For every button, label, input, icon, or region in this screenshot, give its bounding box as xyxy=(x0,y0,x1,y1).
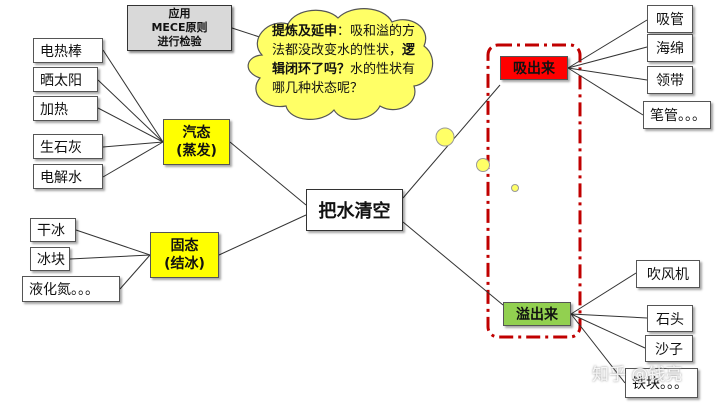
line-suck-2 xyxy=(567,46,648,69)
thought-bubble-large xyxy=(435,127,455,147)
overflow-item-4: 铁块。。。 xyxy=(625,368,698,398)
state-vapor-line1: 汽态 xyxy=(182,125,211,141)
thought-text-1: ：吸和溢的方法都没改变水的性状， xyxy=(272,24,416,58)
method-suck-out: 吸出来 xyxy=(500,56,568,80)
line-suck-1 xyxy=(567,19,648,69)
suck-item-2: 海绵 xyxy=(647,34,693,62)
thought-bold-2: 逻辑闭环了吗？ xyxy=(272,43,416,77)
overflow-item-3: 沙子 xyxy=(645,335,693,362)
vapor-item-3: 加热 xyxy=(33,96,98,121)
line-vapor-1 xyxy=(102,49,164,143)
line-solid-center xyxy=(218,214,307,256)
thought-bubble-small xyxy=(511,184,519,192)
line-solid-3 xyxy=(119,254,151,290)
state-solid-line1: 固态 xyxy=(170,238,199,254)
mece-note: 应用 MECE原则 进行检验 xyxy=(127,5,232,51)
state-solid-line2: (结冰) xyxy=(164,256,205,272)
suck-item-1: 吸管 xyxy=(647,5,693,33)
vapor-item-1: 电热棒 xyxy=(33,38,103,63)
line-vapor-2 xyxy=(97,79,164,143)
line-solid-2 xyxy=(69,254,151,260)
thought-cloud xyxy=(247,8,434,120)
thought-bold-1: 提炼及延申 xyxy=(272,24,338,39)
line-overflow-4 xyxy=(570,313,626,384)
line-suck-4 xyxy=(567,67,644,116)
thought-bubble-medium xyxy=(476,158,490,172)
line-overflow-2 xyxy=(570,313,648,319)
state-vapor-line2: (蒸发) xyxy=(176,143,217,159)
solid-item-3: 液化氮。。。 xyxy=(22,276,120,302)
vapor-item-4: 生石灰 xyxy=(33,134,103,159)
line-overflow-3 xyxy=(570,313,646,349)
line-center-overflow xyxy=(402,221,504,306)
vapor-item-5: 电解水 xyxy=(33,164,103,189)
state-solid: 固态 (结冰) xyxy=(150,232,219,278)
mece-note-line2: MECE原则 xyxy=(151,21,208,34)
dashed-group-border xyxy=(486,43,582,339)
solid-item-1: 干冰 xyxy=(30,218,76,242)
solid-item-2: 冰块 xyxy=(30,247,70,271)
vapor-item-2: 晒太阳 xyxy=(33,67,98,92)
line-solid-1 xyxy=(75,229,151,256)
line-vapor-4 xyxy=(102,141,164,148)
suck-item-3: 领带 xyxy=(647,66,693,94)
state-vapor: 汽态 (蒸发) xyxy=(163,119,230,165)
overflow-item-1: 吹风机 xyxy=(636,260,700,288)
watermark: 知乎 @钱亮 xyxy=(592,365,683,385)
method-overflow: 溢出来 xyxy=(503,302,571,326)
central-topic: 把水清空 xyxy=(306,189,403,231)
line-suck-3 xyxy=(567,67,648,81)
line-vapor-3 xyxy=(97,107,164,143)
suck-item-4: 笔管。。。 xyxy=(643,101,711,129)
line-vapor-center xyxy=(229,141,307,206)
overflow-item-2: 石头 xyxy=(647,305,693,332)
mece-note-line1: 应用 xyxy=(168,7,191,20)
thought-text-2: 水的性状有哪几种状态呢？ xyxy=(272,62,416,96)
thought-text: 提炼及延申：吸和溢的方法都没改变水的性状，逻辑闭环了吗？水的性状有哪几种状态呢？ xyxy=(272,22,420,98)
line-vapor-5 xyxy=(102,141,164,178)
mece-note-line3: 进行检验 xyxy=(157,35,202,48)
line-overflow-1 xyxy=(570,272,637,315)
